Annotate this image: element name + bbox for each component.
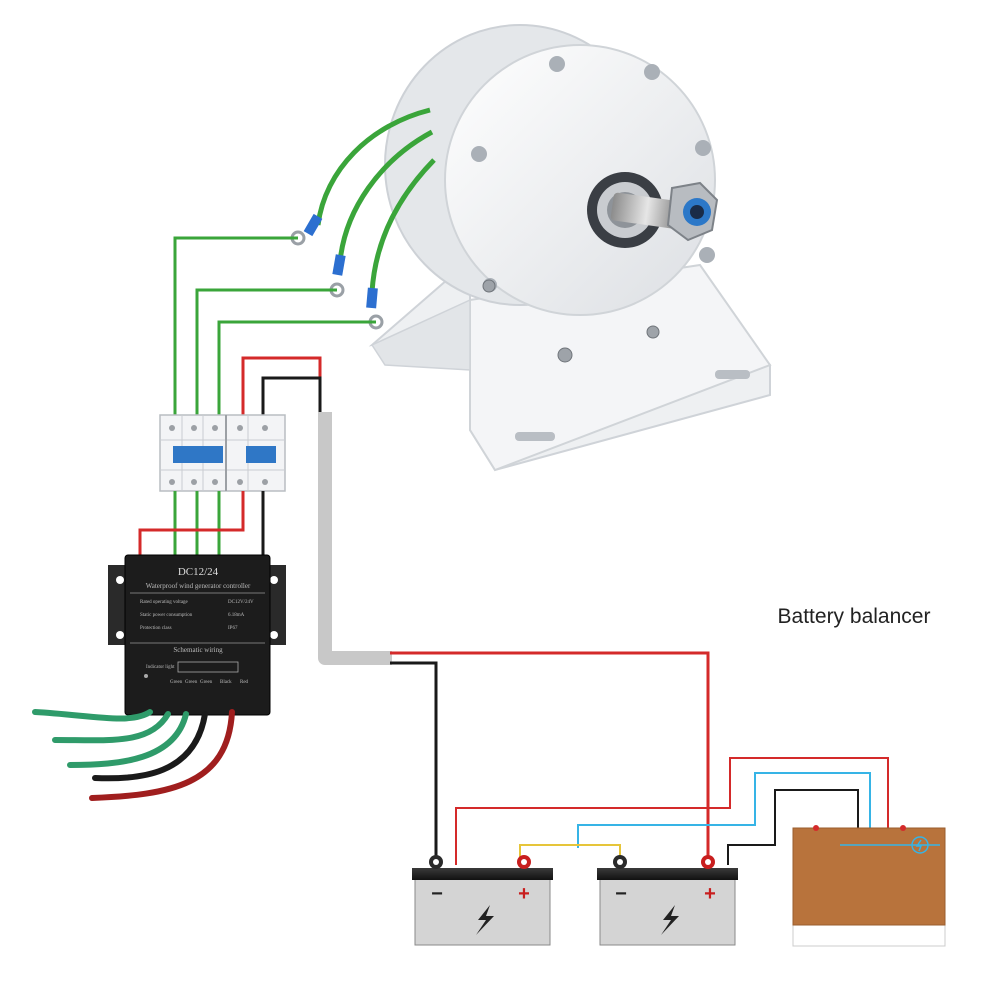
controller-title: DC12/24	[178, 566, 219, 578]
battery-1: − +	[412, 855, 553, 946]
negative-sign: −	[431, 883, 443, 905]
lightning-icon	[476, 905, 494, 935]
breaker-switch	[246, 446, 276, 463]
terminal-label: Green	[185, 680, 198, 685]
terminal-label: Green	[200, 680, 213, 685]
spec-value: IP67	[228, 626, 238, 631]
breaker-switch	[173, 446, 223, 463]
battery-2: − +	[597, 855, 738, 946]
ac-wires-to-breaker	[173, 236, 376, 425]
spec-value: DC12V/24V	[228, 600, 254, 605]
generator-shaft	[610, 192, 684, 230]
spec-label: Protection class	[140, 626, 172, 631]
terminal-label: Green	[170, 680, 183, 685]
negative-sign: −	[615, 883, 627, 905]
circuit-breaker	[159, 414, 286, 492]
wires-breaker-to-controller	[138, 491, 265, 555]
lightning-icon	[661, 905, 679, 935]
controller-output-leads	[32, 709, 235, 801]
wind-generator	[368, 24, 772, 472]
positive-sign: +	[518, 883, 530, 905]
wind-generator-controller: DC12/24 Waterproof wind generator contro…	[108, 554, 286, 716]
spec-label: Static power consumption	[140, 613, 193, 618]
generator-housing	[444, 44, 716, 316]
positive-sign: +	[704, 883, 716, 905]
controller-subtitle: Waterproof wind generator controller	[146, 582, 251, 590]
schematic-title: Schematic wiring	[173, 646, 223, 654]
battery-balancer	[792, 825, 946, 947]
indicator-label: Indicator light	[146, 665, 175, 670]
dc-wires-to-breaker	[241, 356, 322, 425]
spec-value: 6.18mA	[228, 613, 245, 618]
spec-label: Rated operating voltage	[140, 600, 189, 605]
terminal-label: Black	[220, 680, 232, 685]
battery-main-wires	[390, 651, 710, 858]
cable-sheath	[318, 412, 392, 665]
terminal-label: Red	[240, 680, 249, 685]
balancer-status-icon	[911, 836, 929, 854]
battery-balancer-label: Battery balancer	[778, 605, 931, 628]
generator-output-leads	[290, 107, 436, 330]
